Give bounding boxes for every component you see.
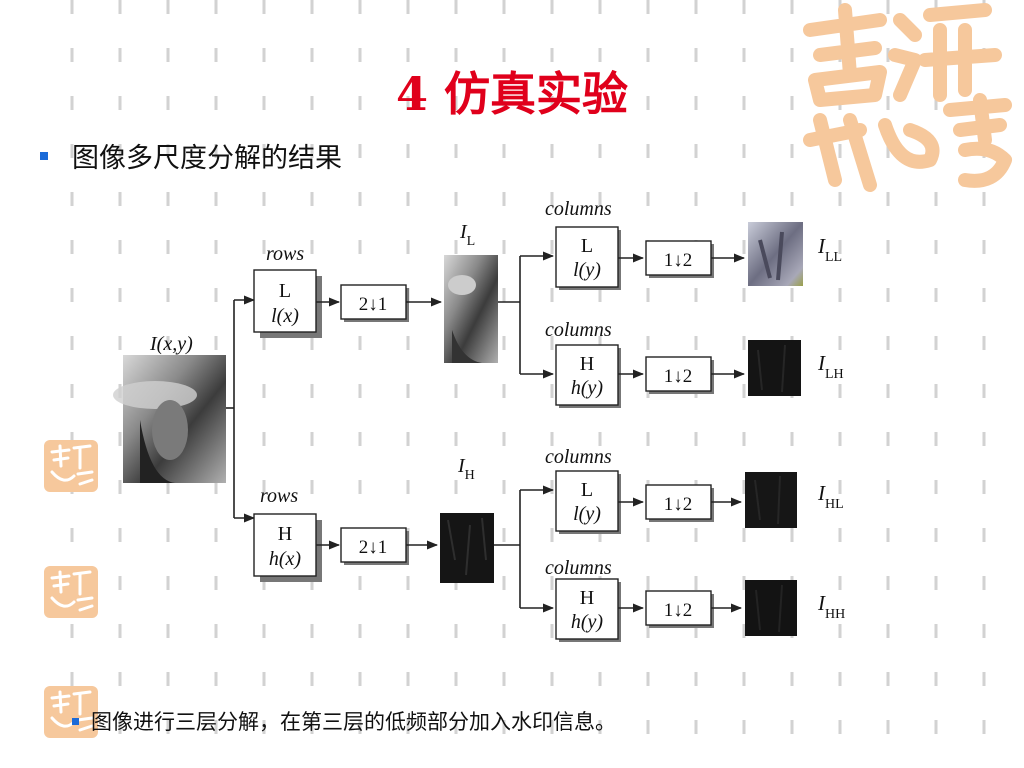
filter-box-col-4: H h(y) [555, 578, 621, 642]
column-filter-arrows [618, 253, 645, 613]
columns-label-4: columns [545, 557, 612, 579]
columns-label-1: columns [545, 198, 612, 220]
output-image-LL [748, 222, 803, 286]
downsample-col-4-label: 1↓2 [664, 600, 693, 621]
input-image-lena [113, 355, 226, 483]
filter-row-high-line1: H [278, 523, 292, 545]
downsample-col-3-label: 1↓2 [664, 494, 693, 515]
output-label-HL: IHL [817, 481, 844, 512]
filter-col-1-line2: l(y) [573, 259, 601, 281]
downsample-box-row-top: 2↓1 [340, 284, 409, 322]
input-label: I(x,y) [149, 333, 193, 355]
IL-label: IL [459, 221, 475, 249]
input-branch-lines [226, 295, 256, 523]
bullet-watermark: 图像进行三层分解，在第三层的低频部分加入水印信息。 [72, 706, 616, 736]
filter-col-3-line1: L [581, 479, 593, 501]
filter-box-col-1: L l(y) [555, 226, 621, 290]
calligraphy-decoration-2 [44, 566, 98, 618]
bullet-text-watermark: 图像进行三层分解，在第三层的低频部分加入水印信息。 [91, 710, 616, 734]
filter-col-4-line1: H [580, 587, 594, 609]
downsample-box-col-2: 1↓2 [645, 356, 714, 394]
output-image-LH [748, 340, 801, 396]
row-filter-arrows [316, 297, 341, 550]
downsample-box-col-3: 1↓2 [645, 484, 714, 522]
downsample-col-1-label: 1↓2 [664, 250, 693, 271]
columns-label-2: columns [545, 319, 612, 341]
bullet-marker [72, 717, 79, 725]
filter-col-2-line2: h(y) [571, 377, 604, 399]
filter-col-1-line1: L [581, 235, 593, 257]
downsample-row-top-label: 2↓1 [359, 294, 388, 315]
filter-box-row-low: L l(x) [253, 269, 319, 335]
intermediate-image-IH [440, 513, 494, 583]
output-label-HH: IHH [817, 591, 845, 622]
column-branch-lines [494, 251, 555, 613]
filter-col-4-line2: h(y) [571, 611, 604, 633]
calligraphy-decoration-3 [44, 686, 98, 738]
output-image-HL [745, 472, 797, 528]
filter-row-low-line1: L [279, 280, 291, 302]
bullet-text-multiscale: 图像多尺度分解的结果 [72, 143, 342, 174]
downsample-box-col-4: 1↓2 [645, 590, 714, 628]
filter-col-2-line1: H [580, 353, 594, 375]
IH-label: IH [457, 455, 475, 483]
filter-col-3-line2: l(y) [573, 503, 601, 525]
slide-title: 4 仿真实验 [395, 67, 629, 121]
downsample-box-col-1: 1↓2 [645, 240, 714, 278]
filter-row-low-line2: l(x) [271, 305, 299, 327]
downsample-row-bottom-label: 2↓1 [359, 537, 388, 558]
filter-box-col-2: H h(y) [555, 344, 621, 408]
calligraphy-decoration-1 [44, 440, 98, 492]
filter-row-high-line2: h(x) [269, 548, 302, 570]
intermediate-image-IL [444, 255, 498, 363]
filter-box-col-3: L l(y) [555, 470, 621, 534]
bullet-marker [40, 151, 48, 160]
output-label-LL: ILL [817, 234, 842, 265]
downsample-col-2-label: 1↓2 [664, 366, 693, 387]
downsample-box-row-bottom: 2↓1 [340, 527, 409, 565]
bullet-multiscale: 图像多尺度分解的结果 [40, 136, 342, 175]
rows-label-top: rows [266, 243, 304, 265]
rows-label-bottom: rows [260, 485, 298, 507]
filter-box-row-high: H h(x) [253, 513, 319, 579]
output-label-LH: ILH [817, 351, 844, 382]
row-downsample-arrows [406, 297, 443, 550]
calligraphy-logo-decoration [803, 3, 1012, 192]
output-image-HH [745, 580, 797, 636]
output-arrows [711, 253, 746, 613]
columns-label-3: columns [545, 446, 612, 468]
